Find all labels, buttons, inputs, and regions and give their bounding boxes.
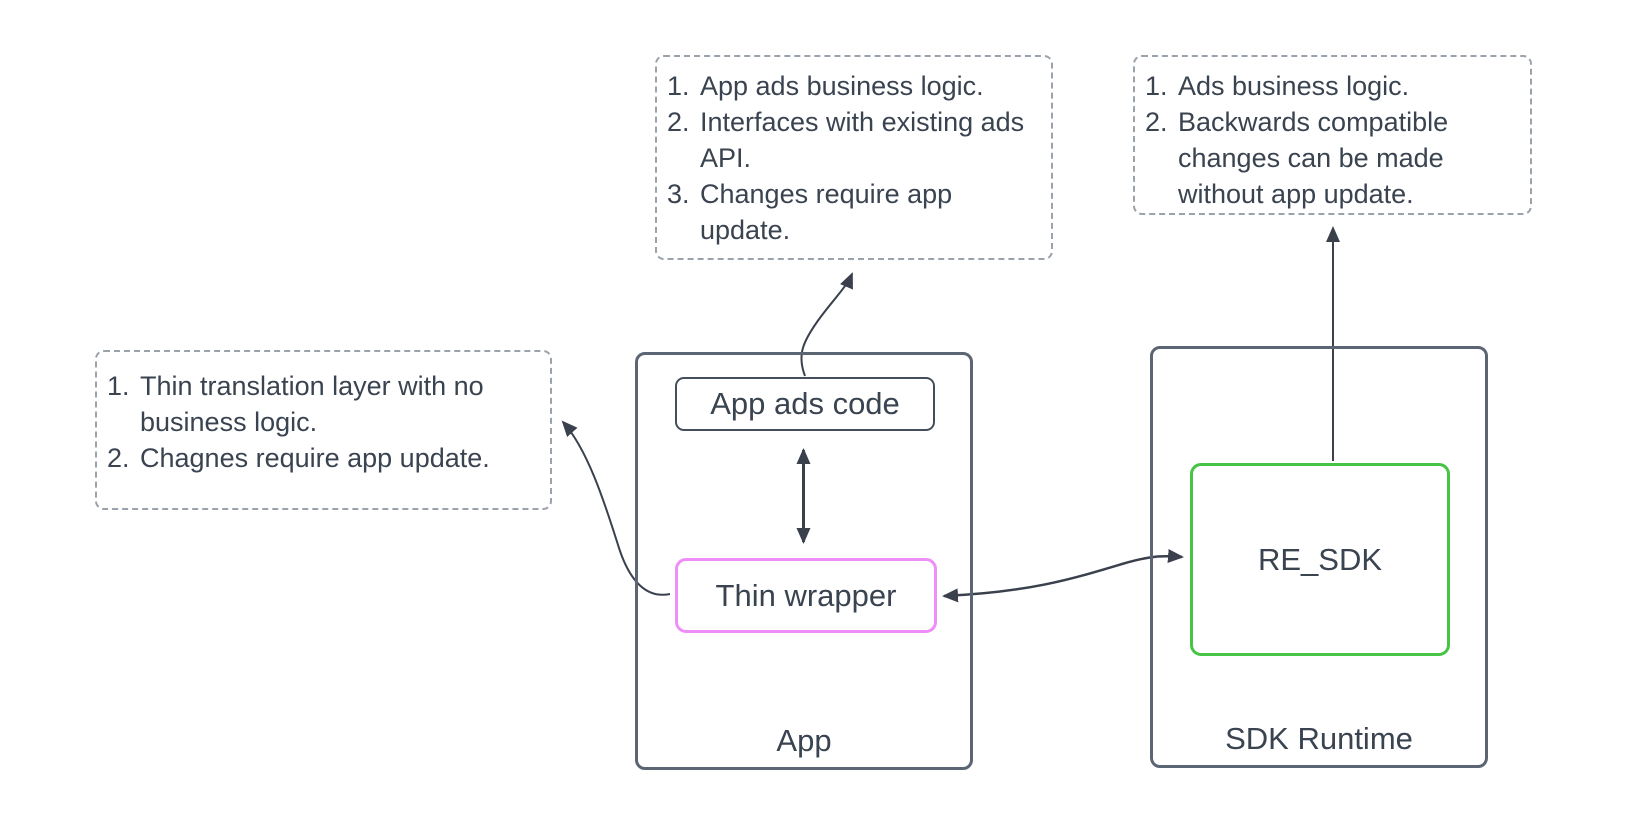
annotation-item: 1. App ads business logic.: [667, 68, 1041, 104]
item-number: 2.: [1145, 107, 1168, 137]
item-number: 2.: [667, 107, 690, 137]
sdk-runtime-container-label: SDK Runtime: [1225, 721, 1413, 756]
item-text: Ads business logic.: [1178, 71, 1410, 101]
thin-wrapper-node: Thin wrapper: [675, 558, 937, 633]
app-ads-code-label: App ads code: [710, 386, 900, 421]
connector-thinwrapper-resdk: [942, 549, 1184, 603]
thin-wrapper-label: Thin wrapper: [715, 577, 897, 613]
re-sdk-label: RE_SDK: [1257, 541, 1383, 577]
item-number: 1.: [1145, 71, 1168, 101]
annotation-item: 1. Ads business logic.: [1145, 68, 1520, 104]
item-number: 1.: [107, 371, 130, 401]
item-number: 2.: [107, 443, 130, 473]
item-text: Backwards compatible changes can be made…: [1178, 107, 1449, 209]
annotation-item: 2. Interfaces with existing ads API.: [667, 104, 1041, 176]
annotation-item: 1. Thin translation layer with no busine…: [107, 368, 540, 440]
item-text: Chagnes require app update.: [140, 443, 490, 473]
thin-wrapper-annotation: 1. Thin translation layer with no busine…: [95, 350, 552, 510]
annotation-item: 2. Chagnes require app update.: [107, 440, 540, 476]
item-text: Changes require app update.: [700, 179, 953, 245]
item-text: App ads business logic.: [700, 71, 984, 101]
re-sdk-node: RE_SDK: [1190, 463, 1450, 656]
item-text: Interfaces with existing ads API.: [700, 107, 1025, 173]
app-ads-code-annotation: 1. App ads business logic. 2. Interfaces…: [655, 55, 1053, 260]
re-sdk-annotation: 1. Ads business logic. 2. Backwards comp…: [1133, 55, 1532, 215]
item-text: Thin translation layer with no business …: [140, 371, 484, 437]
annotation-item: 2. Backwards compatible changes can be m…: [1145, 104, 1520, 212]
app-container-label: App: [776, 723, 832, 758]
sdk-runtime-container-box: SDK Runtime: [1150, 346, 1488, 768]
app-ads-code-node: App ads code: [675, 377, 935, 431]
item-number: 1.: [667, 71, 690, 101]
app-container-box: App: [635, 352, 973, 770]
annotation-item: 3. Changes require app update.: [667, 176, 1041, 248]
item-number: 3.: [667, 179, 690, 209]
